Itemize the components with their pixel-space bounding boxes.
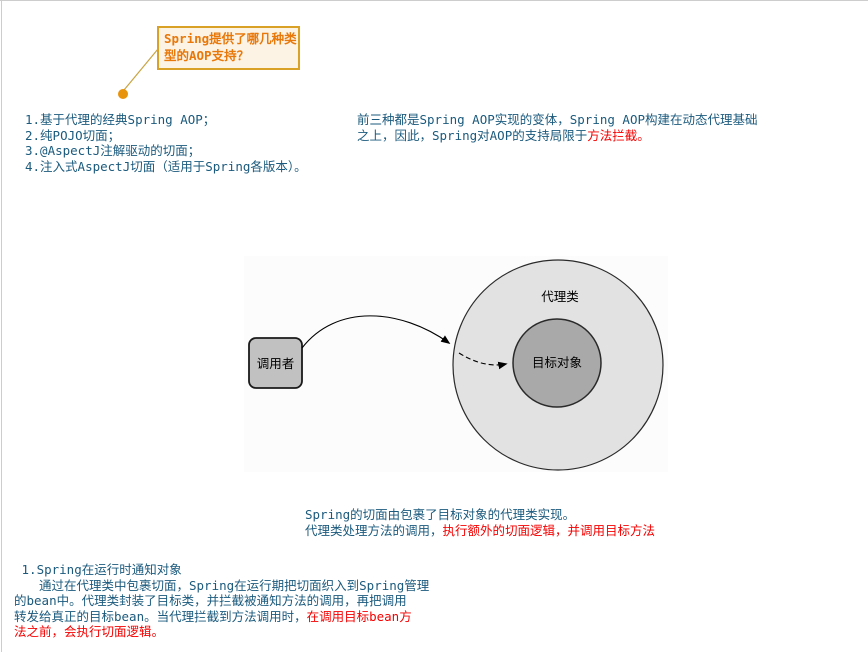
text-line: 型的AOP支持？	[164, 47, 294, 64]
text-line: Spring提供了哪几种类	[164, 30, 297, 47]
text-line: 转发给真正的目标bean。当代理拦截到方法调用时，在调用目标bean方	[14, 609, 429, 625]
aop-types-list[interactable]: 1.基于代理的经典Spring AOP；2.纯POJO切面；3.@AspectJ…	[25, 112, 307, 174]
callout-note[interactable]: Spring提供了哪几种类型的AOP支持？	[157, 26, 300, 70]
target-object-label: 目标对象	[532, 355, 582, 370]
text-segment: 方法拦截。	[587, 127, 650, 143]
text-line: 4.注入式AspectJ切面（适用于Spring各版本）。	[25, 159, 307, 175]
text-line: 3.@AspectJ注解驱动的切面；	[25, 143, 307, 159]
text-line: 通过在代理类中包裹切面，Spring在运行期把切面织入到Spring管理	[14, 578, 429, 594]
delegate-arrow	[458, 352, 508, 370]
target-object-circle	[512, 318, 602, 408]
caller-box	[248, 337, 303, 389]
text-segment: Spring的切面由包裹了目标对象的代理类实现。	[305, 507, 576, 522]
text-segment: Spring提供了哪几种类	[164, 31, 297, 46]
text-segment: 型的AOP支持？	[164, 48, 250, 63]
text-segment: 法之前，会执行切面逻辑。	[14, 624, 165, 639]
text-segment: 3.@AspectJ注解驱动的切面；	[25, 143, 201, 158]
text-segment: 通过在代理类中包裹切面，Spring在运行期把切面织入到Spring管理	[14, 577, 430, 593]
proxy-diagram[interactable]: 调用者 代理类 目标对象	[244, 256, 668, 472]
text-line: 2.纯POJO切面；	[25, 128, 307, 144]
text-line: Spring的切面由包裹了目标对象的代理类实现。	[305, 507, 655, 523]
text-line: 之上，因此，Spring对AOP的支持局限于方法拦截。	[357, 128, 758, 144]
text-segment: 4.注入式AspectJ切面（适用于Spring各版本）。	[25, 158, 307, 174]
text-line: 的bean中。代理类封装了目标类，并拦截被通知方法的调用，再把调用	[14, 593, 429, 609]
text-segment: 之上，因此，Spring对AOP的支持局限于	[357, 127, 588, 143]
text-segment: 代理类处理方法的调用，	[305, 522, 443, 538]
page-left-border	[1, 0, 2, 652]
text-segment: 2.纯POJO切面；	[25, 127, 121, 143]
runtime-weaving-note[interactable]: 1.Spring在运行时通知对象 通过在代理类中包裹切面，Spring在运行期把…	[14, 562, 429, 640]
text-segment: 1.Spring在运行时通知对象	[14, 562, 182, 577]
aop-support-note[interactable]: 前三种都是Spring AOP实现的变体，Spring AOP构建在动态代理基础…	[357, 112, 758, 143]
text-line: 1.Spring在运行时通知对象	[14, 562, 429, 578]
proxy-class-label: 代理类	[541, 289, 579, 304]
text-segment: 前三种都是Spring AOP实现的变体，Spring AOP构建在动态代理基础	[357, 112, 758, 127]
caller-label: 调用者	[257, 356, 295, 371]
text-segment: 在调用目标bean方	[306, 608, 412, 624]
text-segment: 转发给真正的目标bean。当代理拦截到方法调用时，	[14, 608, 307, 624]
page-top-border	[0, 0, 868, 1]
proxy-diagram-svg: 调用者 代理类 目标对象	[248, 259, 664, 471]
callout-anchor-dot[interactable]	[118, 89, 128, 99]
text-line: 前三种都是Spring AOP实现的变体，Spring AOP构建在动态代理基础	[357, 112, 758, 128]
text-segment: 执行额外的切面逻辑，并调用目标方法	[442, 522, 656, 538]
text-line: 法之前，会执行切面逻辑。	[14, 624, 429, 640]
diagram-caption[interactable]: Spring的切面由包裹了目标对象的代理类实现。代理类处理方法的调用，执行额外的…	[305, 507, 655, 538]
text-line: 代理类处理方法的调用，执行额外的切面逻辑，并调用目标方法	[305, 523, 655, 539]
callout-connector-line	[123, 48, 159, 91]
call-arrow	[301, 315, 451, 349]
text-segment: 的bean中。代理类封装了目标类，并拦截被通知方法的调用，再把调用	[14, 593, 407, 608]
text-segment: 1.基于代理的经典Spring AOP；	[25, 112, 216, 127]
text-line: 1.基于代理的经典Spring AOP；	[25, 112, 307, 128]
